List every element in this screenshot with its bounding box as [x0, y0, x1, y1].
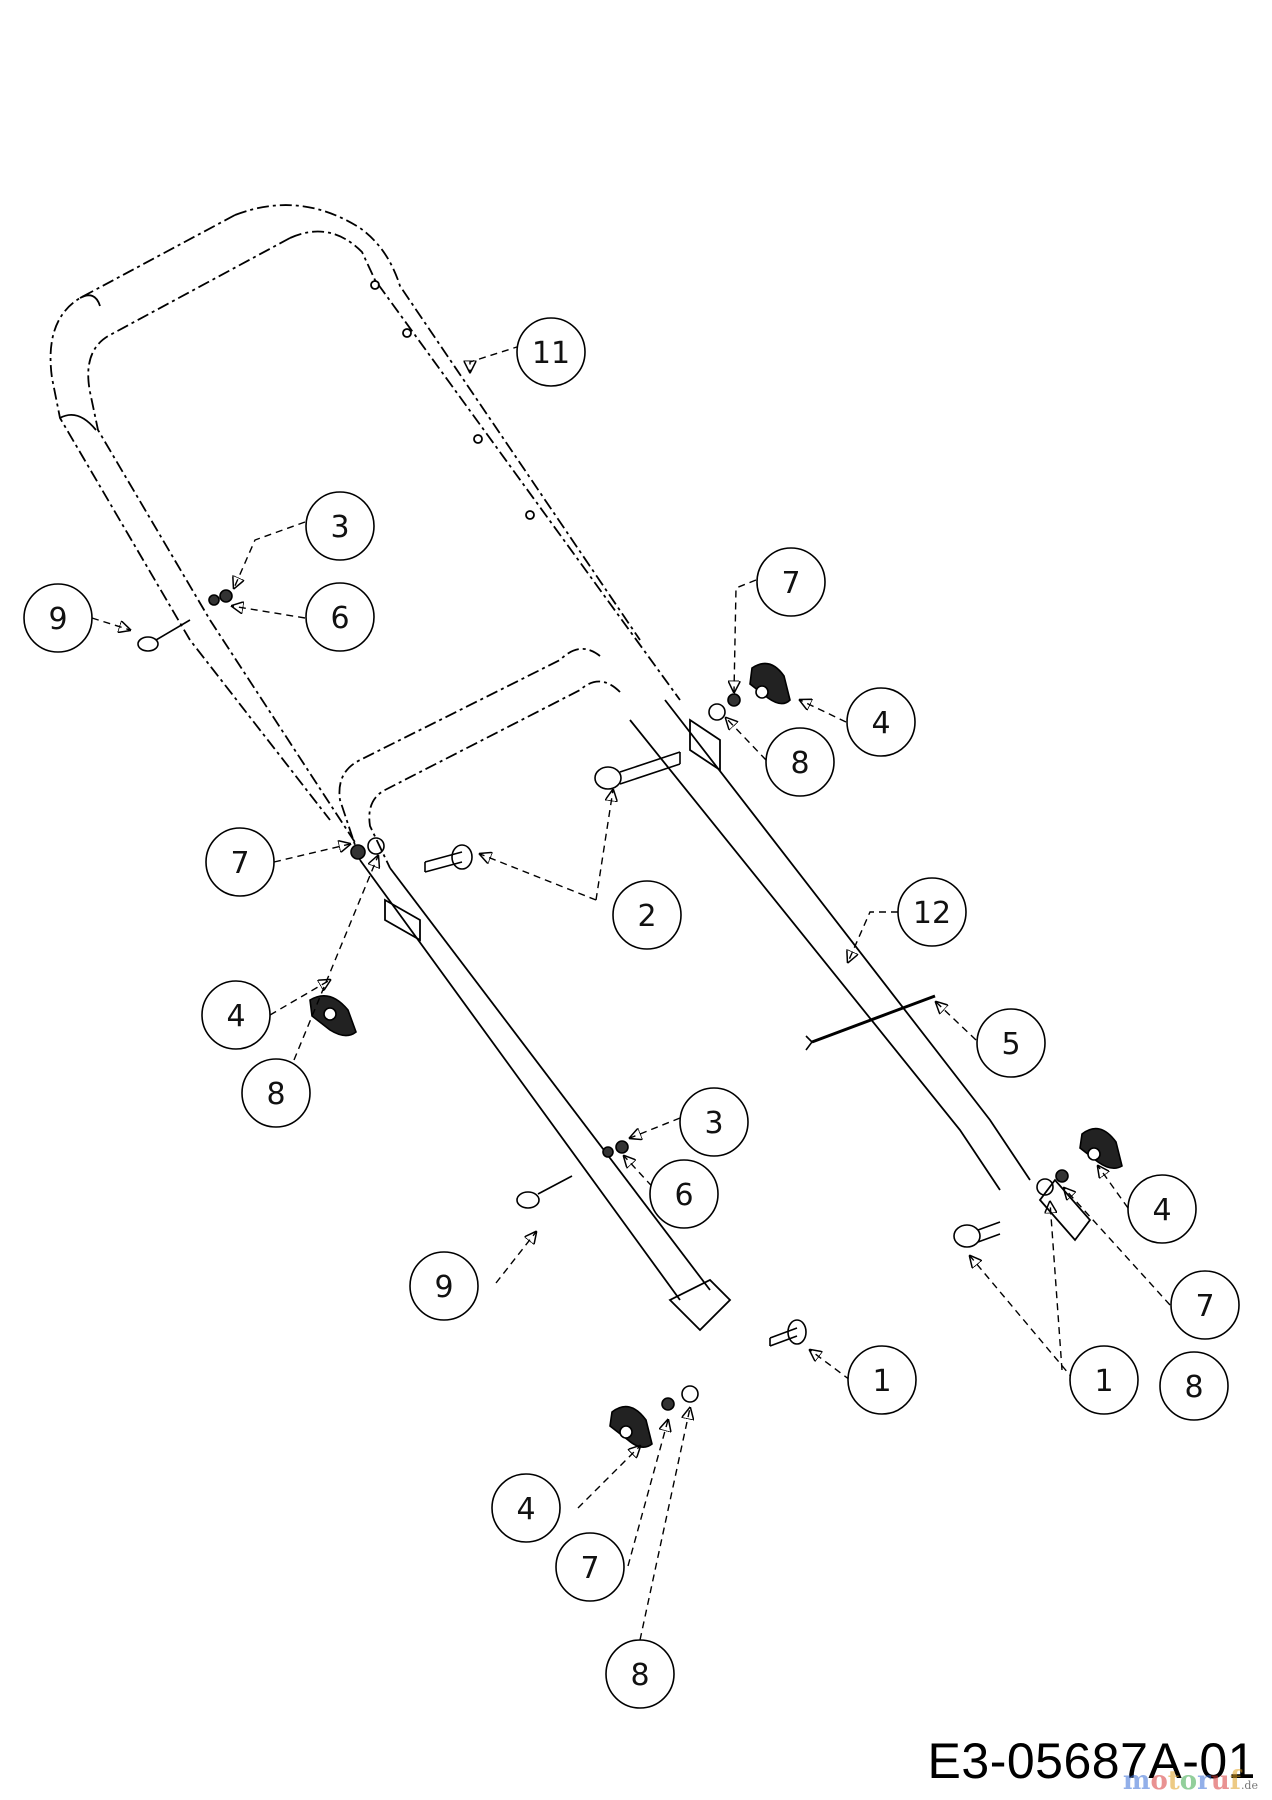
- watermark-letter: m: [1122, 1766, 1151, 1796]
- svg-text:6: 6: [330, 601, 349, 636]
- carriage-bolt-1-lower: [769, 1319, 807, 1347]
- callout-12: 12: [897, 877, 967, 947]
- svg-text:6: 6: [674, 1178, 693, 1213]
- cable-5: [805, 994, 936, 1051]
- lower-handle-part-12: [338, 648, 1092, 1332]
- svg-text:11: 11: [532, 336, 570, 371]
- watermark-logo: motoruf.de: [1123, 1766, 1258, 1796]
- svg-text:7: 7: [781, 566, 800, 601]
- callout-11: 11: [516, 317, 586, 387]
- callout-8: 8: [1159, 1351, 1229, 1421]
- watermark-letter: u: [1210, 1766, 1230, 1796]
- svg-text:8: 8: [1184, 1370, 1203, 1405]
- svg-text:4: 4: [871, 706, 890, 741]
- watermark-brand: motoruf: [1123, 1766, 1241, 1796]
- watermark-letter: o: [1150, 1766, 1168, 1796]
- svg-text:7: 7: [1195, 1289, 1214, 1324]
- callout-2: 2: [612, 880, 682, 950]
- callout-7: 7: [205, 827, 275, 897]
- svg-text:1: 1: [872, 1364, 891, 1399]
- carriage-bolt-1-right: [953, 1221, 1001, 1248]
- svg-text:4: 4: [516, 1492, 535, 1527]
- callout-4: 4: [491, 1473, 561, 1543]
- watermark-letter: o: [1179, 1766, 1198, 1796]
- callout-1: 1: [847, 1345, 917, 1415]
- callouts: 11 3 6 9 7 4 8 7 2 12 4 8 5 3 6 9 4 7 1 …: [23, 317, 1240, 1709]
- callout-7: 7: [1170, 1270, 1240, 1340]
- callout-8: 8: [605, 1639, 675, 1709]
- watermark-letter: f: [1229, 1766, 1241, 1796]
- callout-6: 6: [305, 582, 375, 652]
- callout-1: 1: [1069, 1345, 1139, 1415]
- callout-8: 8: [241, 1058, 311, 1128]
- callout-4: 4: [846, 687, 916, 757]
- callout-8: 8: [765, 727, 835, 797]
- cable-guide-9-upper: [137, 619, 191, 652]
- knob-4-lower: [609, 1405, 653, 1448]
- svg-text:8: 8: [630, 1658, 649, 1693]
- callout-3: 3: [305, 491, 375, 561]
- leader-lines: [91, 345, 1171, 1641]
- svg-text:5: 5: [1001, 1027, 1020, 1062]
- svg-text:8: 8: [266, 1077, 285, 1112]
- watermark-letter: r: [1197, 1766, 1211, 1796]
- svg-text:2: 2: [637, 899, 656, 934]
- callout-9: 9: [409, 1251, 479, 1321]
- svg-text:4: 4: [1152, 1193, 1171, 1228]
- watermark-tld: .de: [1240, 1779, 1258, 1792]
- upper-handle-part-11: [49, 204, 681, 851]
- carriage-bolt-2-lower: [424, 844, 473, 873]
- document-code: E3-05687A-01: [927, 1733, 1256, 1789]
- callout-5: 5: [976, 1008, 1046, 1078]
- knob-4-left: [309, 994, 357, 1037]
- callout-4: 4: [1127, 1174, 1197, 1244]
- svg-text:9: 9: [434, 1270, 453, 1305]
- svg-text:7: 7: [230, 846, 249, 881]
- svg-text:1: 1: [1094, 1364, 1113, 1399]
- cable-guide-9-lower: [516, 1175, 573, 1209]
- svg-text:3: 3: [330, 510, 349, 545]
- carriage-bolt-2-upper: [594, 751, 681, 790]
- callout-9: 9: [23, 583, 93, 653]
- hardware: [137, 589, 1123, 1448]
- svg-text:8: 8: [790, 746, 809, 781]
- knob-4-right: [1079, 1127, 1123, 1170]
- callout-4: 4: [201, 980, 271, 1050]
- watermark-letter: t: [1167, 1766, 1180, 1796]
- svg-text:9: 9: [48, 602, 67, 637]
- callout-3: 3: [679, 1087, 749, 1157]
- svg-text:4: 4: [226, 999, 245, 1034]
- callout-7: 7: [756, 547, 826, 617]
- svg-text:7: 7: [580, 1551, 599, 1586]
- svg-text:12: 12: [913, 896, 951, 931]
- knob-4-upper-right: [749, 662, 791, 705]
- callout-6: 6: [649, 1159, 719, 1229]
- svg-text:3: 3: [704, 1106, 723, 1141]
- callout-7: 7: [555, 1532, 625, 1602]
